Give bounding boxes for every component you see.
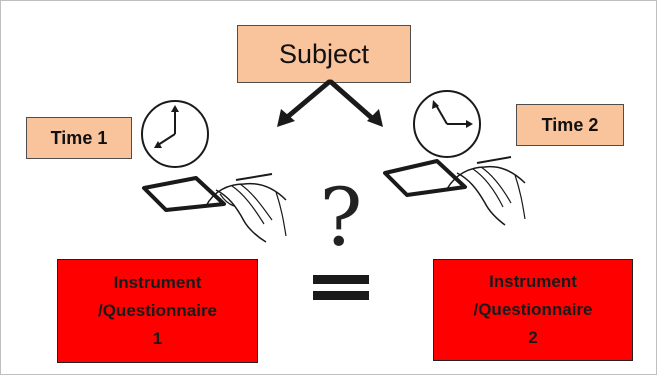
instrument1-line2: /Questionnaire	[97, 301, 218, 320]
instrument1-box: Instrument /Questionnaire 1	[57, 259, 258, 363]
question-mark: ?	[319, 171, 363, 264]
hand-writing-icon	[142, 173, 287, 243]
time2-label: Time 2	[541, 114, 599, 135]
instrument1-line3: 1	[152, 329, 163, 348]
instrument1-line1: Instrument	[113, 273, 202, 292]
instrument2-line1: Instrument	[489, 272, 577, 291]
equals-sign-icon	[313, 275, 369, 303]
arrow-down-left-icon	[277, 79, 332, 127]
time1-label: Time 1	[50, 127, 108, 148]
subject-label: Subject	[278, 38, 370, 69]
split-arrows	[277, 79, 383, 127]
hand-writing-icon	[383, 156, 526, 226]
equals-bar-top	[313, 275, 369, 284]
equals-bar-bottom	[313, 291, 369, 300]
instrument2-box: Instrument /Questionnaire 2	[433, 259, 633, 361]
clock-icon	[141, 100, 209, 168]
subject-box: Subject	[237, 25, 411, 83]
instrument2-line3: 2	[528, 328, 538, 347]
instrument2-line2: /Questionnaire	[473, 300, 593, 319]
clock-icon	[413, 90, 481, 158]
arrow-down-right-icon	[328, 79, 383, 127]
time1-box: Time 1	[26, 117, 132, 159]
time2-box: Time 2	[516, 104, 624, 146]
